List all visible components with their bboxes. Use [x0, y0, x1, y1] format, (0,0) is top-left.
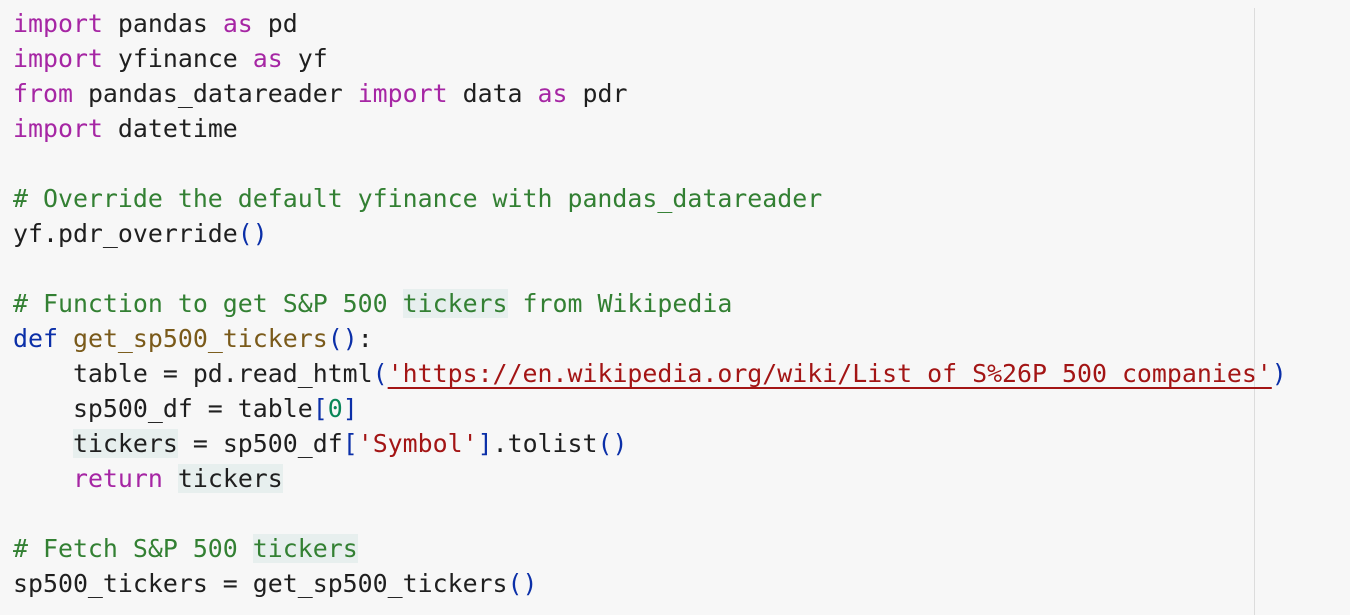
code-line[interactable]: import pandas as pd	[13, 6, 1287, 41]
code-line[interactable]: # Override the default yfinance with pan…	[13, 181, 1287, 216]
code-line[interactable]: sp500_tickers = get_sp500_tickers()	[13, 566, 1287, 601]
code-token: table = pd.read_html	[13, 359, 373, 388]
code-token: pandas_datareader	[72, 79, 358, 108]
code-line[interactable]: tickers = sp500_df['Symbol'].tolist()	[13, 426, 1287, 461]
code-token: pdr	[567, 79, 628, 108]
code-line[interactable]: # Fetch S&P 500 tickers	[13, 531, 1287, 566]
code-token: pd	[252, 9, 298, 38]
code-line[interactable]: import datetime	[13, 111, 1287, 146]
code-token: .tolist	[492, 429, 598, 458]
code-token	[13, 429, 73, 458]
code-token: tickers	[402, 289, 508, 318]
code-token: (	[372, 359, 388, 388]
code-token: pandas	[102, 9, 223, 38]
code-line[interactable]: # Function to get S&P 500 tickers from W…	[13, 286, 1287, 321]
code-token: :	[357, 324, 373, 353]
code-token: sp500_tickers = get_sp500_tickers	[13, 569, 508, 598]
code-token: yf.pdr_override	[13, 219, 238, 248]
code-token: data	[447, 79, 538, 108]
code-token: datetime	[102, 114, 238, 143]
code-token: as	[252, 44, 283, 73]
code-token	[163, 464, 178, 493]
code-token: get_sp500_tickers	[72, 324, 328, 353]
code-line[interactable]	[13, 146, 1287, 181]
code-token: # Function to get S&P 500	[13, 289, 403, 318]
code-token: = sp500_df	[177, 429, 343, 458]
code-token: ]	[342, 394, 358, 423]
code-line[interactable]: import yfinance as yf	[13, 41, 1287, 76]
code-line[interactable]: yf.pdr_override()	[13, 216, 1287, 251]
code-token: def	[13, 324, 58, 353]
column-ruler	[1254, 8, 1255, 615]
code-token: # Override the default yfinance with pan…	[13, 184, 823, 213]
code-token: as	[537, 79, 568, 108]
code-token: import	[357, 79, 448, 108]
code-line[interactable]: table = pd.read_html('https://en.wikiped…	[13, 356, 1287, 391]
code-line[interactable]: return tickers	[13, 461, 1287, 496]
code-token: ()	[507, 569, 538, 598]
code-token: import	[13, 44, 103, 73]
code-token: import	[13, 114, 103, 143]
code-token: from Wikipedia	[507, 289, 733, 318]
code-token: yf	[282, 44, 328, 73]
code-token: ()	[327, 324, 358, 353]
code-token: ()	[597, 429, 628, 458]
code-token: 'Symbol'	[357, 429, 478, 458]
code-token: yfinance	[102, 44, 253, 73]
code-token: tickers	[177, 464, 283, 493]
code-token: return	[72, 464, 163, 493]
code-token: tickers	[72, 429, 178, 458]
code-line[interactable]: sp500_df = table[0]	[13, 391, 1287, 426]
code-token: sp500_df = table	[13, 394, 313, 423]
code-line[interactable]: def get_sp500_tickers():	[13, 321, 1287, 356]
code-token: 0	[327, 394, 343, 423]
code-line[interactable]: from pandas_datareader import data as pd…	[13, 76, 1287, 111]
code-token: [	[312, 394, 328, 423]
code-token: )	[1271, 359, 1287, 388]
code-token: ]	[477, 429, 493, 458]
code-token: as	[222, 9, 253, 38]
code-token: 'https://en.wikipedia.org/wiki/List_of_S…	[387, 359, 1272, 388]
code-token	[13, 464, 73, 493]
code-line[interactable]	[13, 496, 1287, 531]
code-token: # Fetch S&P 500	[13, 534, 253, 563]
code-token: ()	[237, 219, 268, 248]
code-token: tickers	[252, 534, 358, 563]
code-token: from	[13, 79, 73, 108]
code-token: [	[342, 429, 358, 458]
code-line[interactable]	[13, 251, 1287, 286]
code-token	[58, 324, 73, 353]
code-token: import	[13, 9, 103, 38]
